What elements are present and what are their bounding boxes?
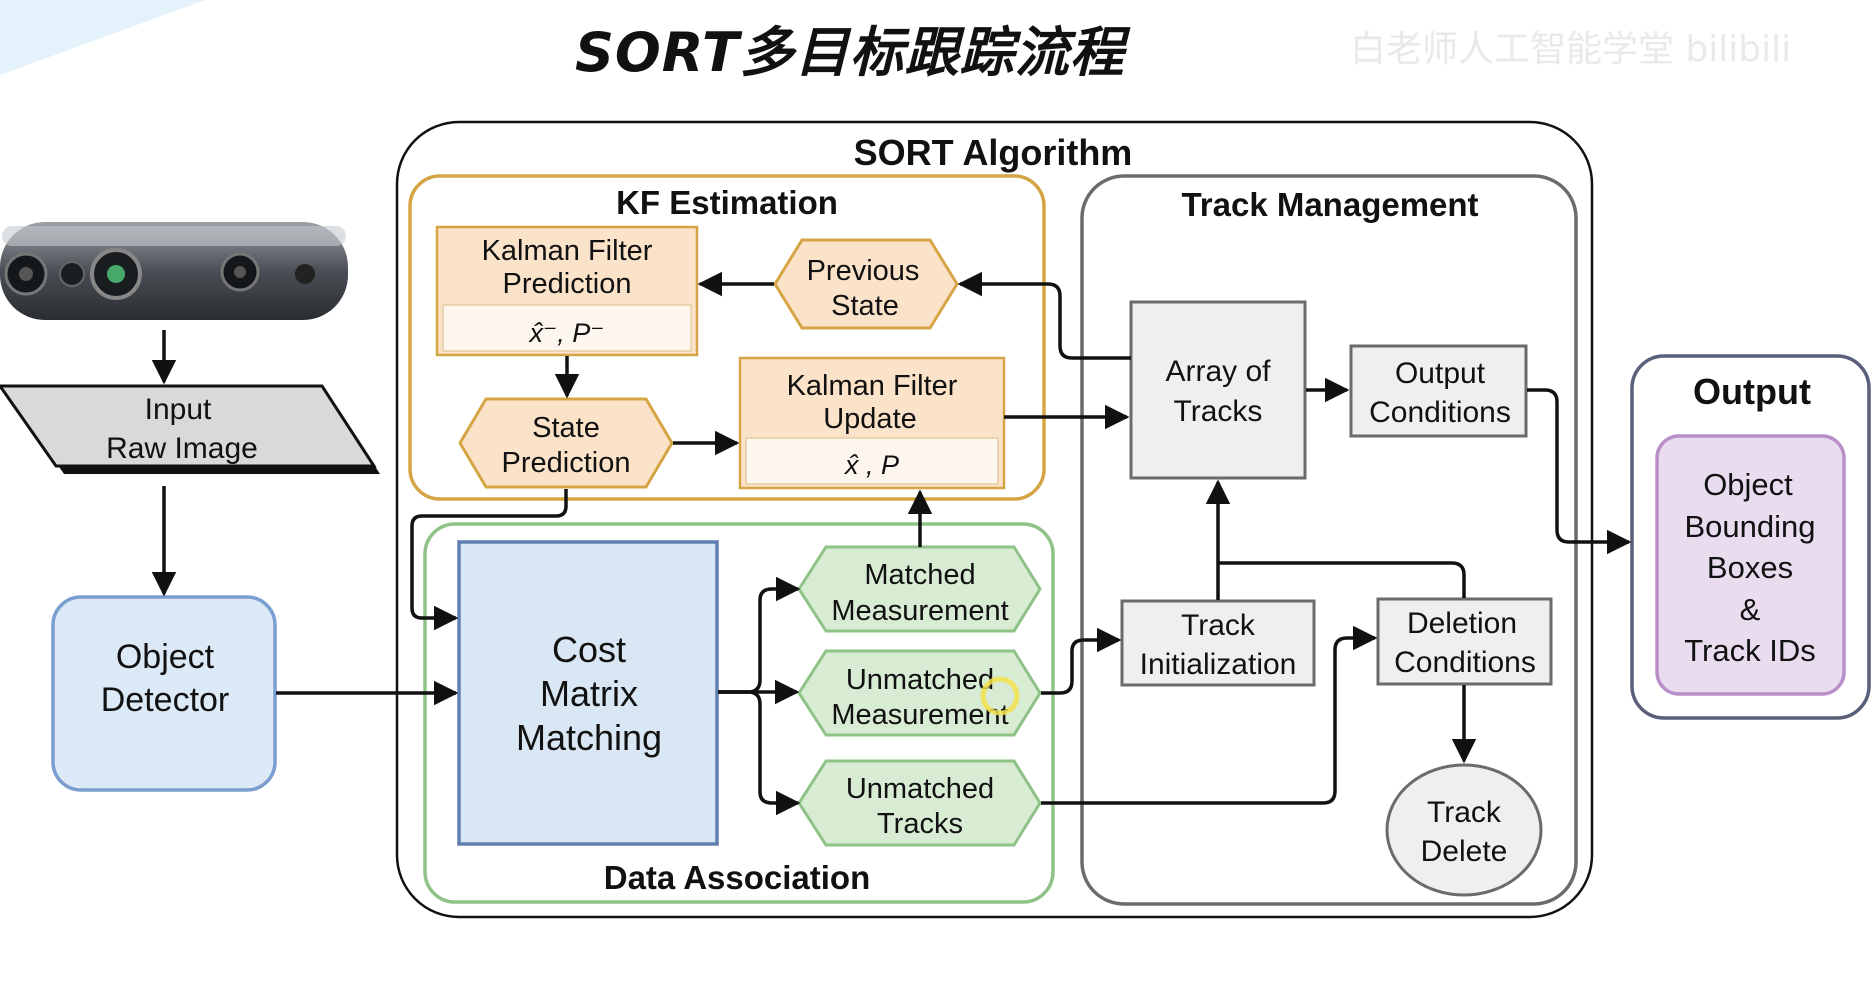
- cost-label-line3: Matching: [516, 717, 662, 758]
- update-formula: x̂ , P: [843, 450, 899, 480]
- array-of-tracks-node: Array of Tracks: [1129, 300, 1307, 480]
- state-prediction-node: State Prediction: [458, 397, 674, 489]
- sort-algorithm-container: [395, 120, 1594, 919]
- prediction-label-line1: Kalman Filter: [482, 235, 653, 267]
- kalman-update-node: Kalman Filter Update x̂ , P: [738, 356, 1006, 490]
- cost-label-line1: Cost: [552, 629, 626, 670]
- unmatched-measurement-node: Unmatched Measurement: [797, 649, 1042, 737]
- arrow-cost-to-matched: [718, 576, 801, 694]
- matched-measurement-node: Matched Measurement: [797, 545, 1042, 633]
- unmatched-meas-label-line1: Unmatched: [846, 664, 994, 696]
- output-text-line2: Bounding: [1684, 509, 1815, 544]
- update-label-line1: Kalman Filter: [787, 370, 958, 402]
- output-conditions-node: Output Conditions: [1349, 344, 1528, 438]
- prediction-formula: x̂⁻, P⁻: [527, 318, 604, 348]
- state-pred-label-line2: Prediction: [502, 447, 631, 479]
- kf-estimation-group: [408, 174, 1046, 501]
- arrow-state-pred-to-cost: [410, 489, 568, 631]
- output-cond-label-line2: Conditions: [1369, 396, 1511, 429]
- previous-label-line1: Previous: [807, 255, 920, 287]
- cost-label-line2: Matrix: [540, 673, 638, 714]
- track-management-group: [1080, 174, 1578, 906]
- prediction-label-line2: Prediction: [503, 268, 632, 300]
- detector-label-line1: Object: [116, 638, 215, 676]
- init-label-line2: Initialization: [1140, 648, 1297, 681]
- track-management-label: Track Management: [1181, 186, 1478, 223]
- matched-label-line1: Matched: [864, 559, 975, 591]
- output-group: Output Object Bounding Boxes & Track IDs: [1630, 354, 1871, 720]
- output-group-label: Output: [1693, 371, 1811, 412]
- arrow-junction-to-array: [1218, 561, 1466, 598]
- arrow-unmatched-meas-to-init: [1041, 627, 1122, 695]
- cursor-highlight: [980, 676, 1020, 716]
- output-text-line5: Track IDs: [1684, 633, 1815, 668]
- cost-matrix-node: Cost Matrix Matching: [457, 540, 719, 846]
- deletion-label-line2: Conditions: [1394, 646, 1536, 679]
- arrow-unmatched-tracks-to-deletion: [1041, 625, 1378, 805]
- unmatched-tracks-label-line2: Tracks: [877, 808, 963, 840]
- output-text-line3: Boxes: [1707, 550, 1793, 585]
- flow-arrows: [151, 271, 1632, 816]
- output-text-line4: &: [1740, 592, 1761, 627]
- array-label-line1: Array of: [1165, 355, 1271, 388]
- track-initialization-node: Track Initialization: [1120, 599, 1316, 687]
- unmatched-tracks-label-line1: Unmatched: [846, 773, 994, 805]
- matched-label-line2: Measurement: [831, 595, 1008, 627]
- output-cond-label-line1: Output: [1395, 357, 1486, 390]
- corner-decoration: [0, 0, 205, 75]
- output-text-line1: Object: [1703, 467, 1793, 502]
- array-label-line2: Tracks: [1174, 395, 1263, 428]
- input-label-line1: Input: [145, 393, 212, 426]
- object-detector-node: Object Detector: [51, 595, 277, 792]
- kf-estimation-label: KF Estimation: [616, 184, 838, 221]
- deletion-label-line1: Deletion: [1407, 607, 1517, 640]
- deletion-conditions-node: Deletion Conditions: [1376, 597, 1553, 686]
- unmatched-tracks-node: Unmatched Tracks: [797, 759, 1042, 847]
- init-label-line1: Track: [1181, 609, 1256, 642]
- track-delete-node: Track Delete: [1385, 763, 1543, 897]
- state-pred-label-line1: State: [532, 412, 600, 444]
- data-association-group: [423, 522, 1055, 904]
- previous-state-node: Previous State: [773, 238, 959, 330]
- page-title: SORT多目标跟踪流程: [575, 21, 1125, 84]
- unmatched-meas-label-line2: Measurement: [831, 699, 1008, 731]
- sort-algorithm-label: SORT Algorithm: [854, 132, 1133, 173]
- previous-label-line2: State: [831, 290, 899, 322]
- update-label-line2: Update: [823, 403, 917, 435]
- input-raw-image-node: Input Raw Image: [0, 384, 380, 474]
- arrow-cost-to-unmatched-tracks: [718, 690, 801, 816]
- input-label-line2: Raw Image: [106, 432, 258, 465]
- delete-label-line2: Delete: [1421, 835, 1508, 868]
- data-association-label: Data Association: [604, 859, 871, 896]
- kalman-prediction-node: Kalman Filter Prediction x̂⁻, P⁻: [435, 225, 699, 357]
- depth-camera-icon: [0, 222, 348, 320]
- detector-label-line2: Detector: [101, 681, 230, 719]
- arrow-array-to-previous: [957, 271, 1131, 360]
- arrow-output-cond-to-output: [1527, 388, 1632, 555]
- watermark: 白老师人工智能学堂 bilibili: [1350, 29, 1792, 70]
- delete-label-line1: Track: [1427, 796, 1502, 829]
